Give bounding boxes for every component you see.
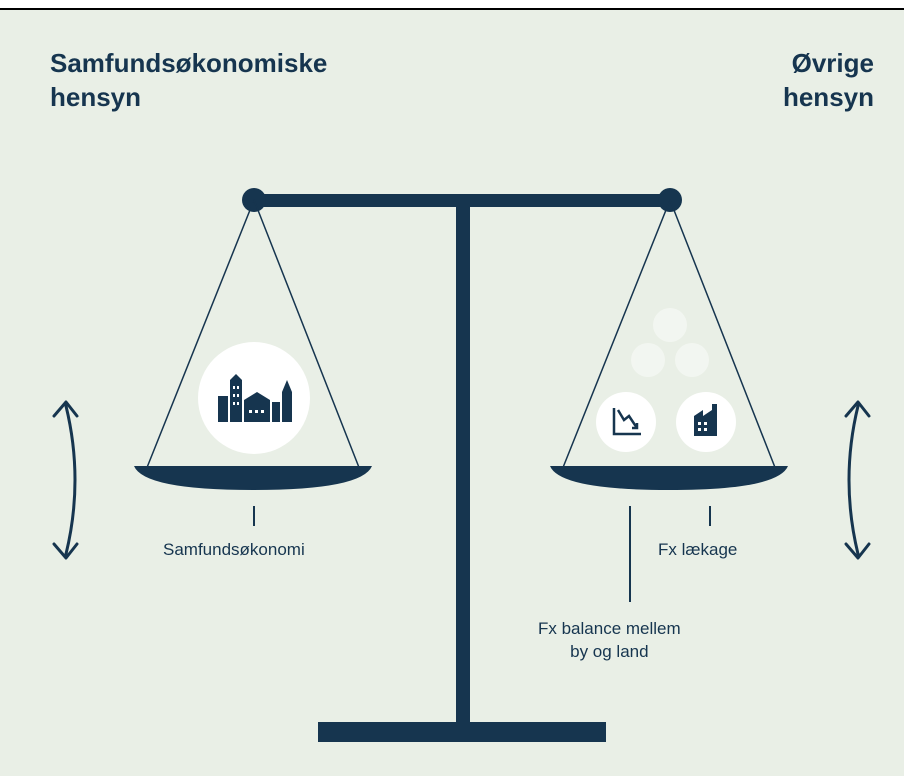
label-balance-line1: Fx balance mellem	[538, 619, 681, 638]
label-laekage: Fx lækage	[658, 540, 738, 559]
right-heading-line2: hensyn	[782, 82, 874, 112]
faded-weights	[631, 308, 709, 377]
illustration-panel	[0, 8, 904, 776]
left-up-down-arrow-icon	[52, 400, 79, 560]
label-samfundsokonomi: Samfundsøkonomi	[163, 540, 305, 559]
city-buildings-icon	[198, 342, 310, 454]
label-balance: Fx balance mellem by og land	[538, 617, 681, 663]
left-heading: Samfundsøkonomiske hensyn	[50, 46, 327, 114]
right-heading: Øvrige hensyn	[783, 46, 874, 114]
left-heading-line1: Samfundsøkonomiske	[50, 48, 328, 78]
scale-base	[318, 722, 606, 742]
scale-beam	[254, 194, 670, 207]
right-pan	[550, 466, 788, 490]
left-pan-strings	[145, 199, 361, 471]
right-heading-line1: Øvrige	[791, 48, 874, 78]
declining-chart-icon	[596, 392, 656, 452]
right-pan-strings	[561, 199, 777, 471]
left-heading-line2: hensyn	[50, 82, 142, 112]
scale-post	[456, 198, 470, 726]
factory-icon	[676, 392, 736, 452]
label-balance-line2: by og land	[570, 642, 649, 661]
right-up-down-arrow-icon	[844, 400, 871, 560]
left-pan	[134, 466, 372, 490]
